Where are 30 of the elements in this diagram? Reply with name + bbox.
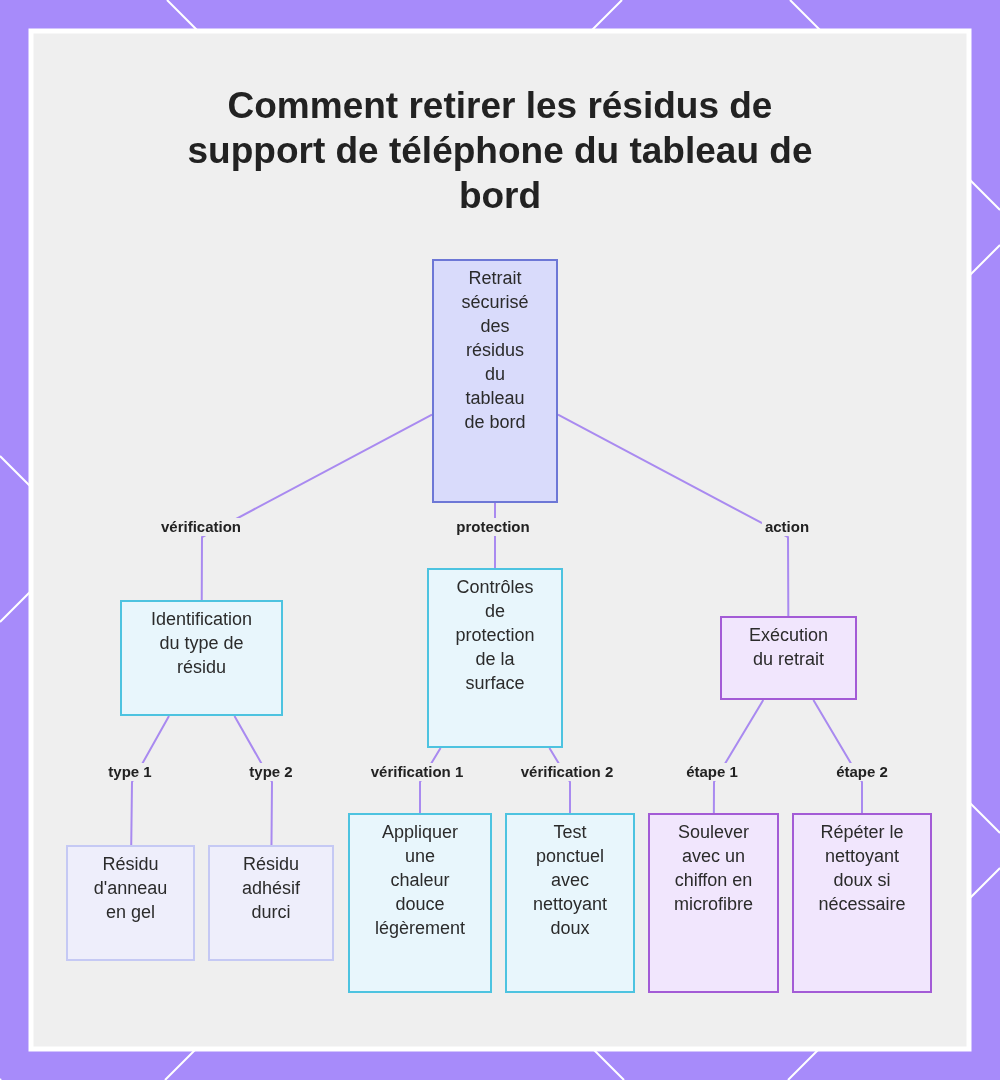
process-box: [432, 259, 558, 503]
process-box: [720, 616, 857, 700]
node-text: Exécution du retrait: [747, 624, 830, 671]
node-text: Résidu d'anneau en gel: [92, 853, 169, 924]
node-text: Soulever avec un chiffon en microfibre: [673, 821, 754, 916]
process-box: [208, 845, 334, 961]
edge-label: étape 2: [833, 763, 891, 781]
node-text: Contrôles de protection de la surface: [454, 576, 536, 695]
process-box: [505, 813, 635, 993]
connector-line: [130, 715, 170, 846]
node-text: Répéter le nettoyant doux si nécessaire: [817, 821, 907, 916]
connector-line: [557, 413, 790, 617]
process-box: [348, 813, 492, 993]
edge-label: étape 1: [683, 763, 741, 781]
node-text: Résidu adhésif durci: [240, 853, 301, 924]
edge-label: type 1: [105, 763, 155, 781]
node-text: Identification du type de résidu: [149, 608, 254, 679]
process-box: [427, 568, 563, 748]
node-text: Test ponctuel avec nettoyant doux: [531, 821, 609, 940]
process-box: [648, 813, 779, 993]
connector-line: [233, 715, 273, 846]
process-box: [66, 845, 195, 961]
node-text: Appliquer une chaleur douce légèrement: [374, 821, 466, 940]
connector-line: [200, 413, 433, 601]
process-box: [792, 813, 932, 993]
process-box: [120, 600, 283, 716]
connector-line: [812, 699, 863, 814]
title: Comment retirer les résidus de support de téléphone du tableau de bord: [186, 84, 814, 218]
node-text: Retrait sécurisé des résidus du tableau de bord: [460, 267, 530, 434]
connector-line: [712, 699, 765, 814]
